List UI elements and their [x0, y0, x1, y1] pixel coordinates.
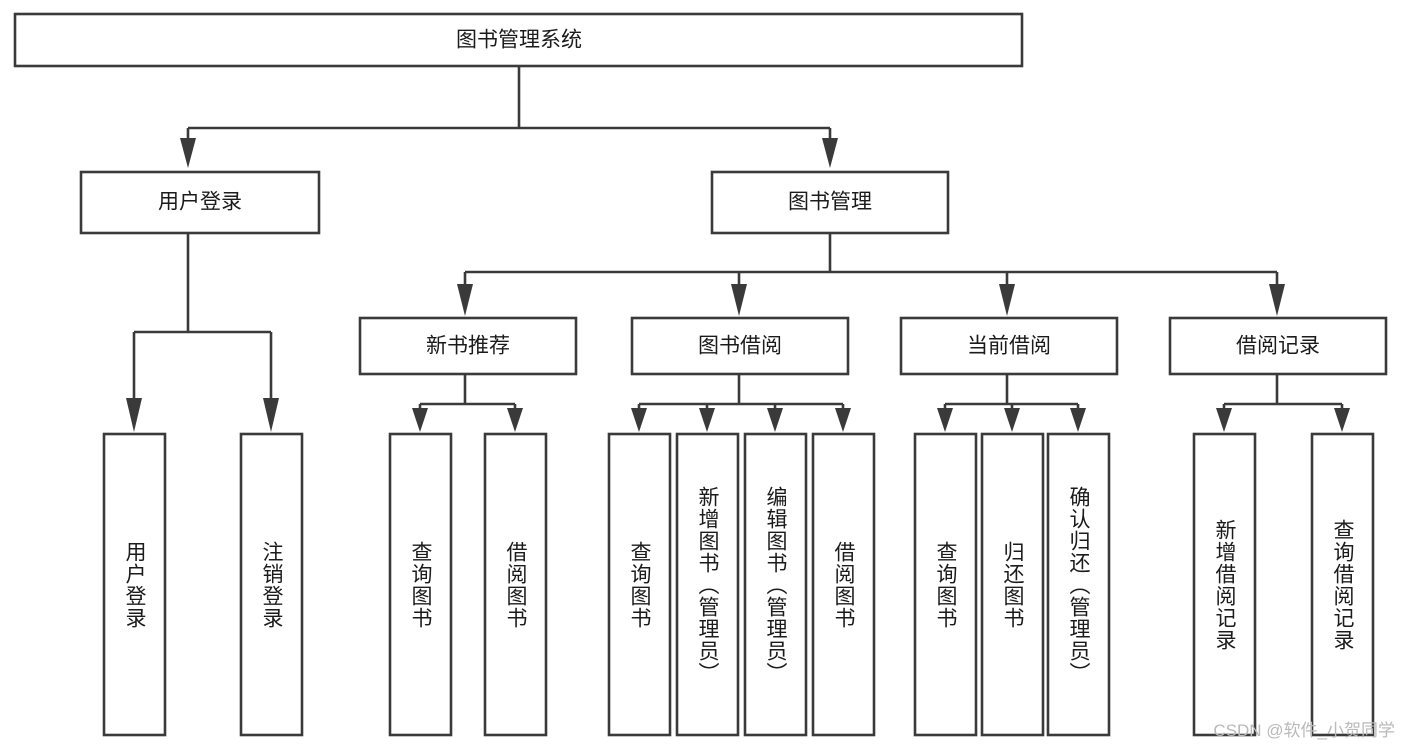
node-leaf-box-2[interactable] — [239, 432, 304, 737]
node-borrowbook-label: 图书借阅 — [698, 335, 782, 358]
node-newbook-label: 新书推荐 — [426, 335, 510, 358]
connector-group-borrowbook — [631, 374, 851, 432]
connector-group-userlogin — [126, 233, 279, 432]
arrow-head-leaf-10 — [1004, 408, 1020, 432]
node-root-label: 图书管理系统 — [456, 29, 582, 52]
node-leaf-label-7: 编辑图书（管理员） — [764, 485, 787, 684]
node-leaf-label-10: 归还图书 — [1001, 540, 1024, 629]
node-root-box[interactable] — [13, 12, 1024, 68]
arrow-head-leaf-13 — [1334, 408, 1350, 432]
node-leaf-label-wrap-10: 归还图书 — [1001, 540, 1024, 629]
arrow-head-leaf-4 — [507, 408, 523, 432]
node-leaf-label-2: 注销登录 — [260, 540, 283, 629]
node-leaf-label-wrap-5: 查询图书 — [628, 540, 651, 629]
node-leaf-label-wrap-4: 借阅图书 — [504, 540, 527, 629]
node-leaf-label-6: 新增图书（管理员） — [696, 485, 719, 684]
arrow-head-borrowrecord — [1269, 284, 1285, 316]
arrow-head-leaf-9 — [937, 408, 953, 432]
node-leaf-label-5: 查询图书 — [628, 540, 651, 629]
node-leaf-label-3: 查询图书 — [409, 540, 432, 629]
connector-group-currentborrow — [937, 374, 1086, 432]
node-leaf-label-wrap-9: 查询图书 — [934, 540, 957, 629]
node-leaf-label-9: 查询图书 — [934, 540, 957, 629]
arrow-head-userlogin — [180, 138, 196, 168]
node-leaf-label-wrap-6: 新增图书（管理员） — [696, 485, 719, 684]
node-leaf-box-8[interactable] — [811, 432, 876, 737]
node-borrowrecord-label: 借阅记录 — [1236, 335, 1320, 358]
csdn-watermark: CSDN @软件_小贺同学 — [1213, 721, 1395, 740]
node-currentborrow-box[interactable] — [899, 316, 1119, 376]
node-currentborrow-label: 当前借阅 — [967, 335, 1051, 358]
connector-group-bookmgmt — [457, 233, 1285, 316]
node-leaf-label-8: 借阅图书 — [832, 540, 855, 629]
node-leaf-box-5[interactable] — [607, 432, 672, 737]
connector-group-borrowrecord — [1216, 374, 1350, 432]
node-userlogin-label: 用户登录 — [158, 191, 242, 214]
arrow-head-leaf-6 — [699, 408, 715, 432]
arrow-head-leaf-8 — [835, 408, 851, 432]
node-leaf-label-wrap-3: 查询图书 — [409, 540, 432, 629]
node-userlogin-box[interactable] — [79, 170, 321, 235]
arrow-head-leaf-3 — [412, 408, 428, 432]
node-leaf-label-wrap-11: 确认归还（管理员） — [1067, 485, 1090, 684]
arrow-head-leaf-11 — [1070, 408, 1086, 432]
node-leaf-box-9[interactable] — [913, 432, 978, 737]
node-leaf-box-11[interactable] — [1046, 432, 1111, 737]
node-bookmgmt-box[interactable] — [710, 170, 950, 235]
arrow-head-leaf-2 — [263, 398, 279, 432]
arrow-head-currentborrow — [999, 284, 1015, 316]
node-borrowrecord-box[interactable] — [1168, 316, 1388, 376]
node-leaf-box-12[interactable] — [1192, 432, 1257, 737]
node-leaf-label-11: 确认归还（管理员） — [1067, 485, 1090, 684]
node-leaf-label-1: 用户登录 — [123, 540, 146, 629]
node-leaf-label-wrap-13: 查询借阅记录 — [1331, 518, 1354, 651]
connector-group-root — [180, 66, 838, 168]
arrow-head-bookmgmt — [822, 138, 838, 168]
node-bookmgmt-label: 图书管理 — [788, 191, 872, 214]
node-leaf-box-3[interactable] — [388, 432, 453, 737]
node-leaf-label-wrap-12: 新增借阅记录 — [1213, 518, 1236, 651]
arrow-head-newbook — [457, 284, 473, 316]
arrow-head-leaf-12 — [1216, 408, 1232, 432]
node-leaf-label-wrap-2: 注销登录 — [260, 540, 283, 629]
node-leaf-label-12: 新增借阅记录 — [1213, 518, 1236, 651]
node-borrowbook-box[interactable] — [630, 316, 850, 376]
node-leaf-label-4: 借阅图书 — [504, 540, 527, 629]
node-newbook-box[interactable] — [358, 316, 578, 376]
node-leaf-label-wrap-8: 借阅图书 — [832, 540, 855, 629]
node-leaf-box-10[interactable] — [980, 432, 1045, 737]
node-leaf-label-wrap-1: 用户登录 — [123, 540, 146, 629]
node-leaf-label-13: 查询借阅记录 — [1331, 518, 1354, 651]
arrow-head-borrowbook — [731, 284, 747, 316]
arrow-head-leaf-5 — [631, 408, 647, 432]
node-leaf-box-13[interactable] — [1310, 432, 1375, 737]
connector-group-newbook — [412, 374, 523, 432]
arrow-head-leaf-7 — [767, 408, 783, 432]
arrow-head-leaf-1 — [126, 398, 142, 432]
node-leaf-box-4[interactable] — [483, 432, 548, 737]
node-leaf-box-1[interactable] — [102, 432, 167, 737]
node-leaf-box-7[interactable] — [743, 432, 808, 737]
node-leaf-label-wrap-7: 编辑图书（管理员） — [764, 485, 787, 684]
node-leaf-box-6[interactable] — [675, 432, 740, 737]
